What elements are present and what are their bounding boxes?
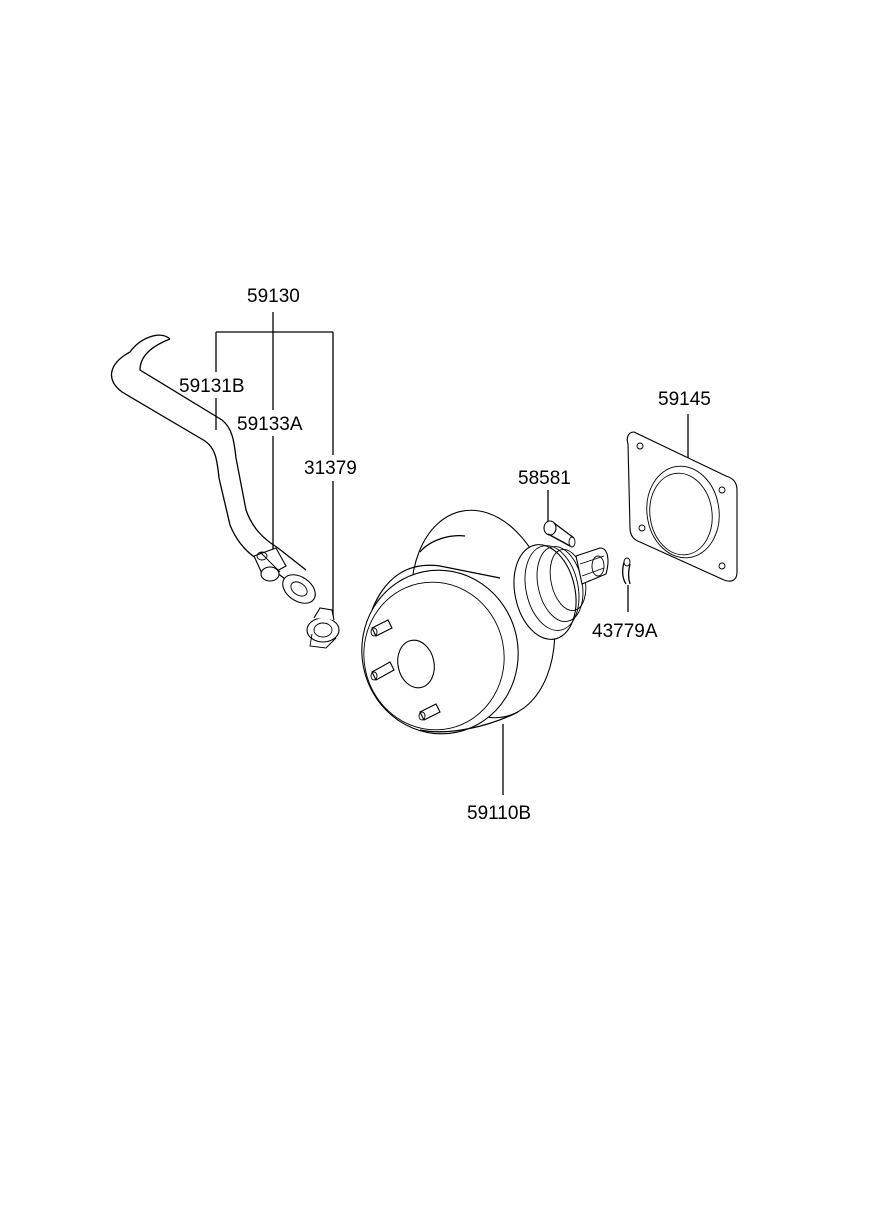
- label-43779a: 43779A: [592, 621, 658, 642]
- label-59110b: 59110B: [467, 803, 531, 824]
- label-59133a: 59133A: [237, 414, 303, 435]
- label-59145: 59145: [658, 389, 711, 410]
- clevis-pin: [543, 520, 576, 548]
- part-labels: 59130 59131B 59133A 31379 59145 58581 43…: [179, 286, 711, 824]
- label-59131b: 59131B: [179, 376, 245, 397]
- hose-clamp: [306, 607, 340, 649]
- gasket: [626, 431, 738, 582]
- mounting-studs: [370, 619, 441, 721]
- leader-lines: [215, 312, 689, 795]
- vacuum-hose: [111, 334, 316, 604]
- check-valve: [253, 547, 287, 582]
- label-58581: 58581: [518, 468, 571, 489]
- brake-booster: [361, 509, 609, 735]
- label-59130: 59130: [247, 286, 300, 307]
- split-pin: [622, 557, 631, 585]
- label-31379: 31379: [304, 458, 357, 479]
